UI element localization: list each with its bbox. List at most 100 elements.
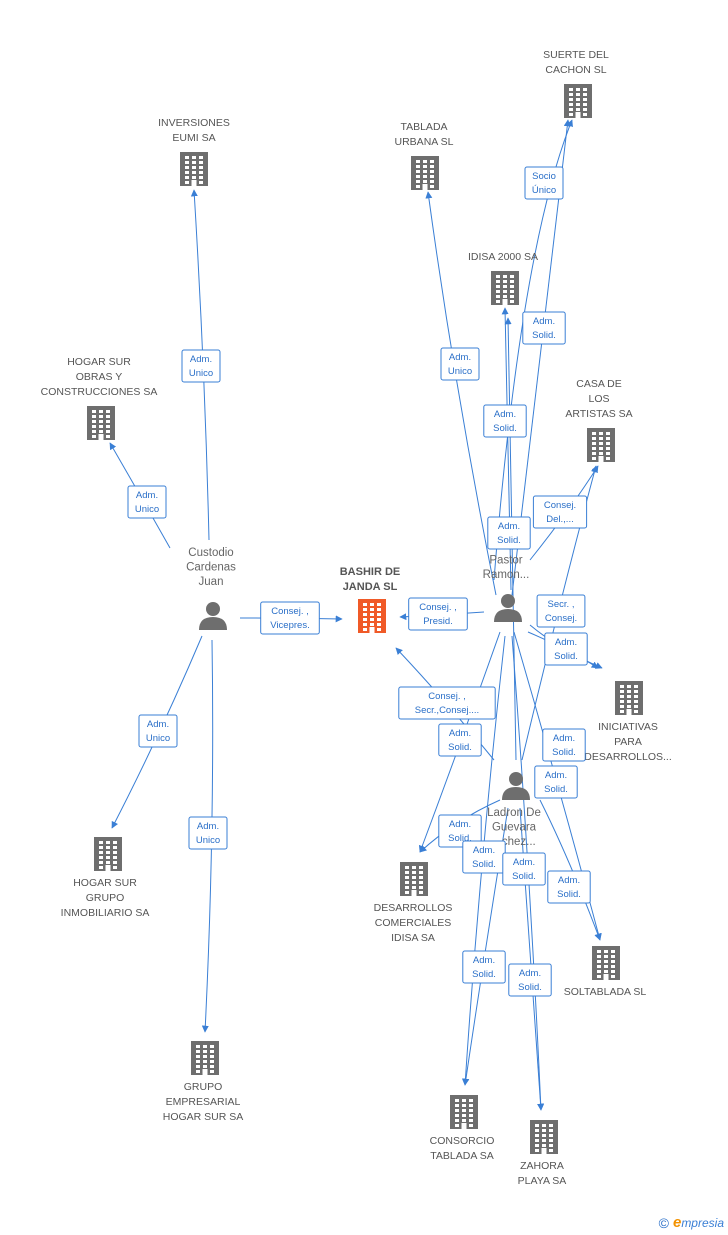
building-icon [564,84,592,118]
edge-label-box [438,814,482,848]
edge-label[interactable]: Adm.Unico [127,485,167,519]
node-label: PLAYA SA [518,1175,567,1187]
edge-label-text: Solid. [448,833,472,844]
edge-label[interactable]: Adm. Solid. [462,950,506,984]
edge-label-box [483,404,527,438]
edge-label-text: Adm. [473,955,495,966]
edge-label-box [508,963,552,997]
edge-label[interactable]: Adm.Solid. [544,632,588,666]
brand-logo: empresia [673,1214,724,1231]
node-label: DESARROLLOS... [584,751,672,763]
edge-pastor-to-tablada_urbana [425,191,497,596]
building-icon [491,271,519,305]
edge-label[interactable]: Consej.Del.,... [532,495,588,529]
edge-label-box [260,601,320,635]
edge-label-box [502,852,546,886]
edge-label-text: Solid. [448,742,472,753]
node-label: CONSORCIO [430,1135,495,1147]
node-label: HOGAR SUR SA [163,1111,244,1123]
edge-label-text: Adm. [147,719,169,730]
edge-label-text: Adm. [533,316,555,327]
edge-label[interactable]: Consej. ,Vicepres. [260,601,320,635]
node-label: ZAHORA [520,1160,564,1172]
node-label: CASA DE [576,378,622,390]
building-icon [615,681,643,715]
edge-label[interactable]: Adm. Solid. [438,814,482,848]
edge-label[interactable]: Consej. ,Presid. [408,597,468,631]
edge-label[interactable]: Consej. , Secr.,Consej.... [398,686,496,720]
edge-label-text: Adm. [545,770,567,781]
edge-label-box [544,632,588,666]
node-label: EMPRESARIAL [166,1096,241,1108]
node-label: DESARROLLOS [374,902,453,914]
edge-label[interactable]: Adm.Solid. [502,852,546,886]
brand-logo-e: e [672,1214,682,1231]
node-label: LOS [588,393,609,405]
edge-label-text: Solid. [472,859,496,870]
edge-label-text: Unico [196,835,220,846]
brand-logo-text: mpresia [681,1216,724,1230]
building-icon [191,1041,219,1075]
edge-label[interactable]: Adm.Unico [138,714,178,748]
node-zahora[interactable]: ZAHORA PLAYA SA [518,1120,567,1187]
edge-label-text: Solid. [472,969,496,980]
edge-label[interactable]: Adm.Solid. [462,840,506,874]
edge-label-text: Unico [135,504,159,515]
edge-label[interactable]: Adm.Solid. [542,728,586,762]
edge-label-box [438,723,482,757]
node-label: TABLADA SA [430,1150,493,1162]
edge-label[interactable]: Adm.Unico [440,347,480,381]
edge-label[interactable]: Adm.Solid. [508,963,552,997]
node-label: IDISA SA [391,932,435,944]
edge-label-text: Adm. [449,819,471,830]
edge-label[interactable]: Adm.Unico [181,349,221,383]
building-icon [450,1095,478,1129]
edge-label-text: Secr.,Consej.... [415,705,479,716]
node-iniciativas[interactable]: INICIATIVASPARADESARROLLOS... [584,681,672,763]
edge-pastor-to-suerte [493,119,573,581]
node-soltablada[interactable]: SOLTABLADA SL [564,946,647,998]
node-pastor[interactable]: V...PastorRamon... [483,540,530,622]
node-label: Pastor [489,555,522,567]
edge-label[interactable]: Adm.Solid. [438,723,482,757]
node-consorcio[interactable]: CONSORCIO TABLADA SA [430,1095,495,1162]
edges [109,119,603,1111]
edge-label[interactable]: Adm.Solid. [522,311,566,345]
edge-label[interactable]: Adm.Solid. [534,765,578,799]
node-idisa2000[interactable]: IDISA 2000 SA [468,251,538,305]
edge-label[interactable]: Secr. ,Consej. [536,594,586,628]
edge-label[interactable]: Adm.Solid. [483,404,527,438]
edge-label-text: Consej. , [428,691,466,702]
node-label: INVERSIONES [158,117,230,129]
edge-label[interactable]: Adm.Unico [188,816,228,850]
edge-label-text: Adm. [494,409,516,420]
building-icon [94,837,122,871]
building-icon [592,946,620,980]
node-ladron[interactable]: Ladron DeGuevara...chez... [487,772,541,848]
edge-label[interactable]: Adm.Solid. [547,870,591,904]
edge-label[interactable]: Adm.Solid. [487,516,531,550]
edge-label-text: Solid. [497,535,521,546]
node-label: BASHIR DE [340,566,401,578]
edge-label-text: Adm. [519,968,541,979]
edge-label-box [181,349,221,383]
node-label: IDISA 2000 SA [468,251,538,263]
building-icon [87,406,115,440]
node-label: Juan [199,576,224,588]
node-label: HOGAR SUR [67,356,131,368]
node-label: URBANA SL [395,136,454,148]
footer-brand[interactable]: © empresia [659,1214,724,1231]
